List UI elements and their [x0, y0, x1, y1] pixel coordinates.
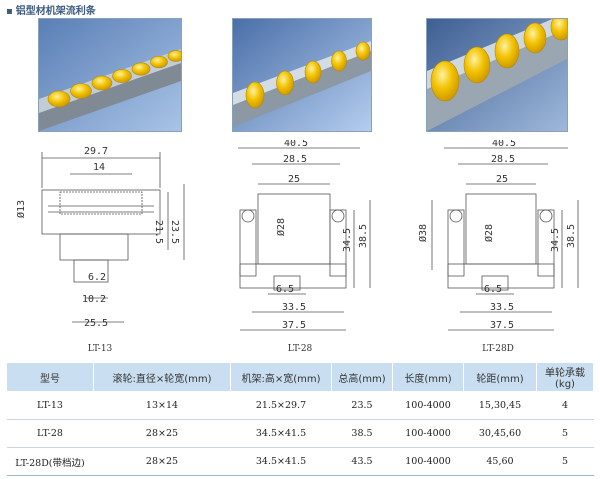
cell: 28×25	[93, 447, 231, 476]
cell: 13×14	[93, 391, 231, 420]
dim-lt13-4: 21.5	[153, 220, 164, 244]
photo-lt28	[232, 18, 372, 132]
dim-lt28-5: 34.5	[342, 228, 353, 252]
bullet-icon: ▪	[6, 6, 13, 17]
col-header-total-height: 总高(mm)	[331, 362, 393, 392]
col-header-load: 单轮承载(kg)	[536, 362, 594, 392]
drawing-lt28: 40.5 28.5 25 Ø28 34.5 38.5 6.5 33.5 37.5	[212, 140, 392, 340]
drawing-lt13: 29.7 14 Ø13 21.5 23.5 6.2 10.2 25.5	[0, 140, 200, 340]
cell: 5	[536, 419, 594, 448]
cell: 34.5×41.5	[230, 419, 332, 448]
caption-lt28: LT-28	[287, 344, 313, 354]
page-title-text: 铝型材机架流利条	[15, 6, 96, 17]
col-header-model: 型号	[6, 362, 94, 392]
cell: 38.5	[331, 419, 393, 448]
cell: 100-4000	[392, 391, 464, 420]
dim-lt28-9: 37.5	[282, 320, 306, 331]
cell: 15,30,45	[463, 391, 537, 420]
cell: 34.5×41.5	[230, 447, 332, 476]
dim-lt13-1: 29.7	[84, 146, 108, 157]
cell: LT-13	[6, 391, 94, 420]
photo-lt13	[38, 18, 182, 132]
cell: LT-28	[6, 419, 94, 448]
caption-lt28d: LT-28D	[482, 344, 514, 354]
dim-lt13-8: 25.5	[84, 318, 108, 329]
dim-lt13-6: 6.2	[88, 272, 106, 283]
dim-lt28-3: 25	[288, 174, 300, 185]
page-title: ▪铝型材机架流利条	[6, 2, 96, 17]
col-header-frame: 机架:高×宽(mm)	[230, 362, 332, 392]
dim-lt28-2: 28.5	[283, 154, 307, 165]
spec-table: 型号 滚轮:直径×轮宽(mm) 机架:高×宽(mm) 总高(mm) 长度(mm)…	[6, 362, 594, 476]
table-row: LT-28 28×25 34.5×41.5 38.5 100-4000 30,4…	[6, 419, 594, 448]
cell: LT-28D(带档边)	[6, 447, 94, 476]
dim-lt28d-1: 40.5	[492, 140, 516, 149]
col-header-length: 长度(mm)	[392, 362, 464, 392]
cell: 21.5×29.7	[230, 391, 332, 420]
cell: 30,45,60	[463, 419, 537, 448]
cell: 45,60	[463, 447, 537, 476]
cell: 43.5	[331, 447, 393, 476]
cell: 4	[536, 391, 594, 420]
drawing-lt28d: 40.5 28.5 25 Ø38 Ø28 34.5 38.5 6.5 33.5 …	[408, 140, 598, 340]
caption-lt13: LT-13	[87, 344, 113, 354]
cell: 23.5	[331, 391, 393, 420]
dim-lt28-6: 38.5	[358, 224, 369, 248]
dim-lt28d-3: 25	[496, 174, 508, 185]
cell: 100-4000	[392, 419, 464, 448]
col-header-pitch: 轮距(mm)	[463, 362, 537, 392]
dim-lt28d-4: Ø38	[417, 224, 429, 242]
dim-lt28-7: 6.5	[276, 284, 294, 295]
dim-lt13-3: Ø13	[15, 200, 27, 218]
dim-lt28-1: 40.5	[284, 140, 308, 149]
dim-lt28d-5: Ø28	[483, 224, 495, 242]
dim-lt28d-2: 28.5	[491, 154, 515, 165]
dim-lt28d-10: 37.5	[490, 320, 514, 331]
dim-lt28-8: 33.5	[282, 302, 306, 313]
cell: 100-4000	[392, 447, 464, 476]
dim-lt28d-6: 34.5	[550, 228, 561, 252]
table-row: LT-28D(带档边) 28×25 34.5×41.5 43.5 100-400…	[6, 447, 594, 476]
cell: 5	[536, 447, 594, 476]
table-header-row: 型号 滚轮:直径×轮宽(mm) 机架:高×宽(mm) 总高(mm) 长度(mm)…	[6, 362, 594, 392]
table-row: LT-13 13×14 21.5×29.7 23.5 100-4000 15,3…	[6, 391, 594, 420]
dim-lt28d-8: 6.5	[484, 284, 502, 295]
dim-lt13-5: 23.5	[169, 220, 180, 244]
col-header-roller: 滚轮:直径×轮宽(mm)	[93, 362, 231, 392]
dim-lt28-4: Ø28	[275, 218, 287, 236]
dim-lt13-7: 10.2	[82, 294, 106, 305]
dim-lt13-2: 14	[93, 162, 105, 173]
cell: 28×25	[93, 419, 231, 448]
dim-lt28d-9: 33.5	[490, 302, 514, 313]
photo-lt28d	[426, 18, 568, 132]
dim-lt28d-7: 38.5	[566, 224, 577, 248]
